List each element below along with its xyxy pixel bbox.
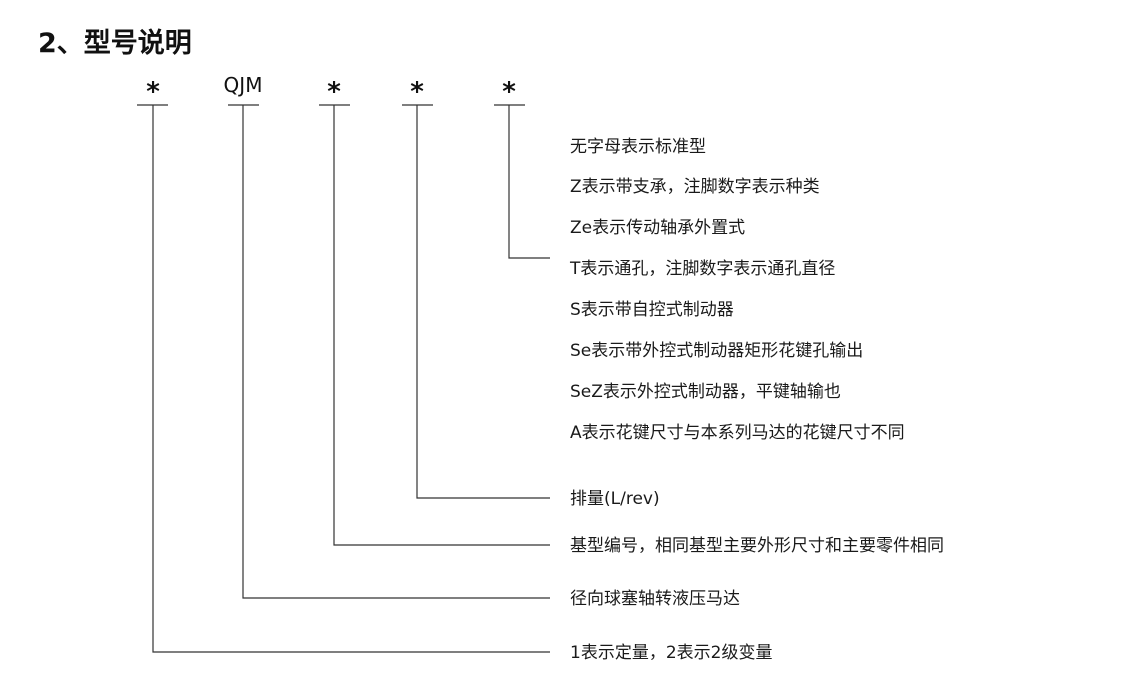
- desc-t-through-hole: T表示通孔，注脚数字表示通孔直径: [569, 259, 835, 279]
- desc-z-support: Z表示带支承，注脚数字表示种类: [570, 177, 820, 197]
- section-title: 2、型号说明: [38, 28, 192, 59]
- leader-displacement: [416, 105, 550, 499]
- desc-variable: 1表示定量，2表示2级变量: [570, 643, 772, 663]
- code-suffix-star: *: [502, 77, 516, 107]
- desc-se-external-brake: Se表示带外控式制动器矩形花键孔输出: [570, 341, 863, 361]
- leader-lines: [152, 105, 550, 653]
- desc-displacement: 排量(L/rev): [570, 489, 660, 509]
- desc-standard: 无字母表示标准型: [570, 137, 706, 157]
- desc-s-self-brake: S表示带自控式制动器: [570, 300, 734, 320]
- leader-base: [333, 105, 550, 546]
- code-prefix-star: *: [146, 77, 160, 107]
- desc-sez-external-brake: SeZ表示外控式制动器，平键轴输也: [570, 382, 841, 402]
- code-displacement-star: *: [410, 77, 424, 107]
- leader-prefix: [152, 105, 550, 653]
- desc-motor-type: 径向球塞轴转液压马达: [570, 589, 740, 609]
- leader-suffix: [508, 105, 550, 259]
- desc-a-spline: A表示花键尺寸与本系列马达的花键尺寸不同: [570, 423, 905, 443]
- desc-ze-bearing: Ze表示传动轴承外置式: [570, 218, 745, 238]
- code-series-qjm: QJM: [224, 73, 263, 97]
- desc-base-number: 基型编号，相同基型主要外形尺寸和主要零件相同: [570, 536, 944, 556]
- code-base-star: *: [327, 77, 341, 107]
- leader-series: [242, 105, 550, 599]
